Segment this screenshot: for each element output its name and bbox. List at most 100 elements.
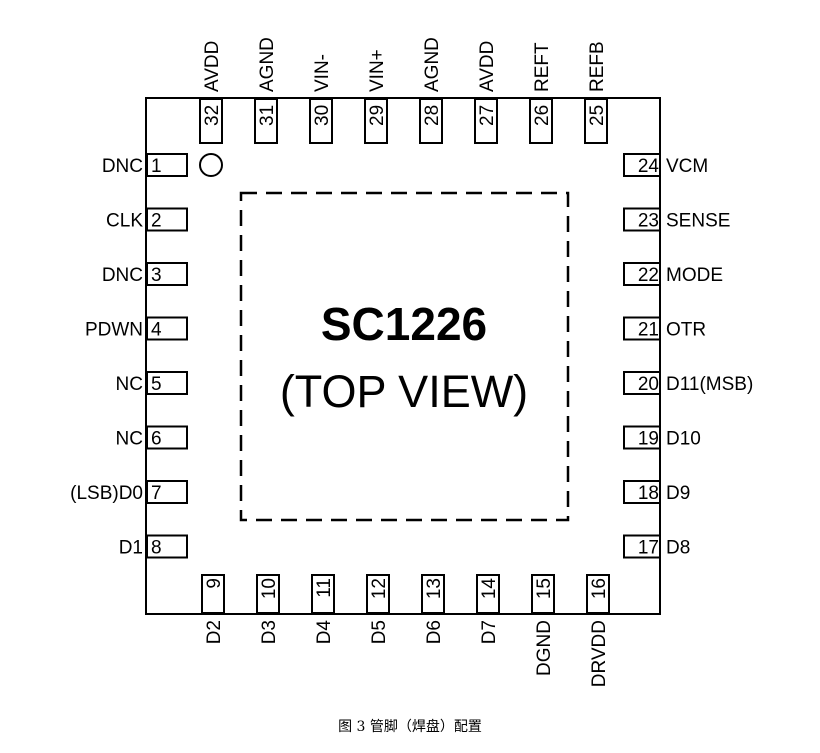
pin-bottom-1-label: D3 — [259, 620, 280, 644]
chip-name: SC1226 — [321, 298, 487, 350]
pin-bottom-5-number: 14 — [479, 578, 500, 600]
pin1-marker — [199, 153, 223, 177]
pin-right-6-number: 18 — [638, 483, 659, 504]
pin-left-6-number: 7 — [151, 483, 162, 504]
pin-left-5-number: 6 — [151, 429, 162, 450]
pin-left-1-number: 2 — [151, 211, 162, 232]
pin-bottom-7-label: DRVDD — [589, 620, 610, 687]
pin-left-5-label: NC — [116, 429, 143, 450]
pin-top-6-pad — [529, 98, 553, 144]
pin-left-7-pad — [146, 534, 188, 559]
pin-top-4-pad — [419, 98, 443, 144]
pin-left-3-number: 4 — [151, 320, 162, 341]
pin-bottom-1-number: 10 — [259, 578, 280, 599]
pin-top-1-pad — [254, 98, 278, 144]
pin-left-5-pad — [146, 425, 188, 450]
pin-right-4-pad — [623, 371, 661, 395]
pin-top-3-pad — [364, 98, 388, 144]
pin-bottom-4-number: 13 — [424, 578, 445, 599]
pin-top-1-label: AGND — [257, 37, 278, 92]
pin-bottom-5-pad — [476, 574, 500, 614]
pin-right-5-number: 19 — [638, 429, 659, 450]
pin-left-2-number: 3 — [151, 265, 162, 286]
pin-right-0-pad — [623, 153, 661, 177]
pin-left-3-pad — [146, 316, 188, 341]
pin-right-7-pad — [623, 534, 661, 559]
pin-bottom-4-label: D6 — [424, 620, 445, 644]
pin-right-6-pad — [623, 480, 661, 504]
pin-top-7-pad — [584, 98, 608, 144]
pin-bottom-2-number: 11 — [314, 578, 335, 598]
pin-top-0-label: AVDD — [202, 41, 223, 92]
pin-left-0-label: DNC — [102, 156, 143, 177]
pin-top-5-pad — [474, 98, 498, 144]
pin-top-6-label: REFT — [532, 42, 553, 92]
pin-bottom-1-pad — [256, 574, 280, 614]
pin-left-1-label: CLK — [106, 211, 143, 232]
pin-bottom-3-label: D5 — [369, 620, 390, 644]
pin-top-6-number: 26 — [532, 105, 553, 126]
pin-top-3-label: VIN+ — [367, 49, 388, 92]
pin-left-7-number: 8 — [151, 538, 162, 559]
pin-right-2-number: 22 — [638, 265, 659, 286]
pin-bottom-6-pad — [531, 574, 555, 614]
pin-right-1-label: SENSE — [666, 211, 730, 232]
pin-top-5-number: 27 — [477, 105, 498, 126]
pin-bottom-7-pad — [586, 574, 610, 614]
pin-right-0-label: VCM — [666, 156, 708, 177]
pin-top-7-label: REFB — [587, 41, 608, 92]
pin-top-1-number: 31 — [257, 105, 278, 126]
pin-right-2-pad — [623, 262, 661, 286]
pin-top-0-pad — [199, 98, 223, 144]
pin-bottom-6-label: DGND — [534, 620, 555, 676]
pin-right-6-label: D9 — [666, 483, 690, 504]
pin-bottom-6-number: 15 — [534, 578, 555, 599]
pin-bottom-0-label: D2 — [204, 620, 225, 644]
pin-right-7-label: D8 — [666, 538, 690, 559]
pin-bottom-3-number: 12 — [369, 578, 390, 599]
pin-left-1-pad — [146, 207, 188, 232]
pin-left-2-pad — [146, 262, 188, 286]
pin-right-1-pad — [623, 207, 661, 232]
pin-left-4-label: NC — [116, 374, 143, 395]
pin-top-4-number: 28 — [422, 105, 443, 126]
pin-left-0-number: 1 — [151, 156, 162, 177]
pin-bottom-3-pad — [366, 574, 390, 614]
pin-top-2-pad — [309, 98, 333, 144]
figure-caption: 图 3 管脚（焊盘）配置 — [338, 719, 482, 735]
pin-top-2-label: VIN- — [312, 54, 333, 92]
pin-right-1-number: 23 — [638, 211, 659, 232]
pin-top-3-number: 29 — [367, 105, 388, 126]
pin-bottom-0-number: 9 — [204, 578, 225, 589]
pin-bottom-5-label: D7 — [479, 620, 500, 644]
pin-right-3-number: 21 — [638, 320, 659, 341]
pin-right-5-pad — [623, 425, 661, 450]
package-outline — [145, 97, 661, 615]
exposed-pad-outline — [239, 191, 570, 522]
pin-bottom-2-pad — [311, 574, 335, 614]
pin-right-2-label: MODE — [666, 265, 723, 286]
pin-right-5-label: D10 — [666, 429, 701, 450]
pin-right-4-label: D11(MSB) — [666, 374, 753, 395]
pin-right-3-label: OTR — [666, 320, 706, 341]
pin-left-6-pad — [146, 480, 188, 504]
pin-bottom-4-pad — [421, 574, 445, 614]
pin-bottom-2-label: D4 — [314, 620, 335, 645]
pin-top-7-number: 25 — [587, 105, 608, 126]
pin-bottom-7-number: 16 — [589, 578, 610, 599]
pin-left-0-pad — [146, 153, 188, 177]
pin-left-7-label: D1 — [119, 538, 143, 559]
pin-top-2-number: 30 — [312, 105, 333, 126]
pin-left-6-label: (LSB)D0 — [70, 483, 143, 504]
pin-top-0-number: 32 — [202, 105, 223, 126]
pin-right-7-number: 17 — [638, 538, 659, 559]
pin-top-4-label: AGND — [422, 37, 443, 92]
pin-left-3-label: PDWN — [85, 320, 143, 341]
pin-left-2-label: DNC — [102, 265, 143, 286]
pin-left-4-pad — [146, 371, 188, 395]
pin-right-0-number: 24 — [638, 156, 660, 177]
pin-right-4-number: 20 — [638, 374, 659, 395]
pin-top-5-label: AVDD — [477, 41, 498, 92]
